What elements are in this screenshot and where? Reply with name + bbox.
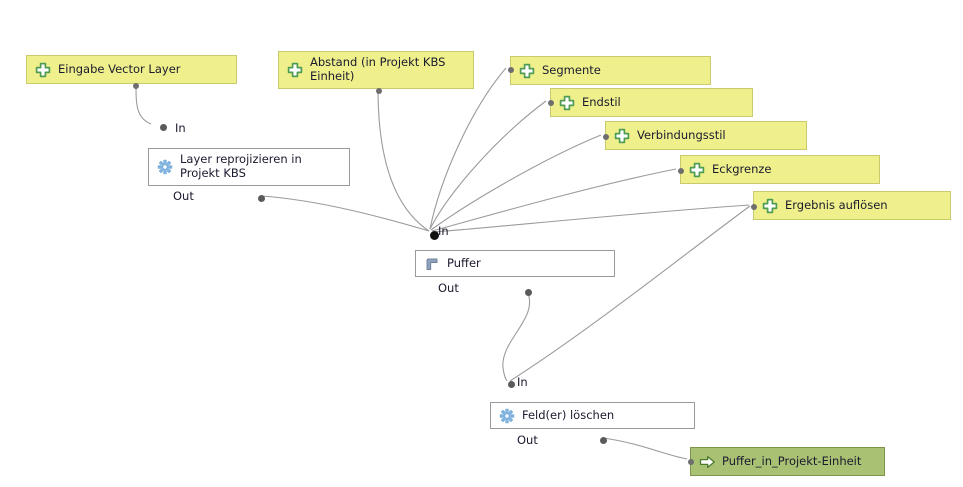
edge-edge-ergebnis-to-puffer-in — [432, 204, 750, 233]
connector-dot-eckgrenze-left[interactable] — [678, 168, 684, 174]
node-label: Abstand (in Projekt KBS Einheit) — [310, 55, 446, 83]
node-label: Feld(er) löschen — [522, 407, 615, 422]
node-label: Segmente — [542, 62, 601, 77]
node-eckgrenze[interactable]: Eckgrenze — [680, 155, 880, 184]
buffer-icon — [424, 256, 440, 272]
connector-dot-eingabe-bottom[interactable] — [133, 83, 139, 89]
plus-icon — [35, 62, 51, 78]
edge-edge-feld-loeschen-in-to-ergebnis — [509, 205, 751, 382]
output-arrow-icon — [699, 454, 715, 470]
node-segmente[interactable]: Segmente — [510, 56, 711, 85]
node-label: Puffer_in_Projekt-Einheit — [722, 453, 862, 468]
node-verbindungsstil[interactable]: Verbindungsstil — [605, 121, 807, 150]
edge-edge-puffer-out-to-feld-loeschen-in — [502, 290, 530, 382]
edge-edge-eckgrenze-to-puffer-in — [431, 168, 677, 232]
connector-dot-abstand-bottom[interactable] — [376, 88, 382, 94]
node-puffer-in-projekt-einheit[interactable]: Puffer_in_Projekt-Einheit — [690, 447, 885, 476]
edge-edge-endstil-to-puffer-in — [429, 100, 547, 230]
node-endstil[interactable]: Endstil — [550, 88, 753, 117]
plus-icon — [559, 95, 575, 111]
node-label: Eckgrenze — [712, 161, 772, 176]
node-eingabe-vector-layer[interactable]: Eingabe Vector Layer — [26, 55, 237, 84]
edge-edge-reprojizieren-out-to-puffer-in — [260, 195, 430, 232]
port-label-port-out-puffer: Out — [438, 281, 459, 295]
plus-icon — [614, 128, 630, 144]
connector-dot-in-reprojizieren[interactable] — [160, 124, 167, 131]
edge-edge-verbindungsstil-to-puffer-in — [430, 134, 602, 231]
plus-icon — [287, 62, 303, 78]
node-label: Endstil — [582, 94, 621, 109]
connector-dot-out-puffer[interactable] — [525, 289, 532, 296]
connector-dot-verbindungsstil-left[interactable] — [603, 134, 609, 140]
edge-edge-segmente-to-puffer-in — [429, 67, 507, 230]
connector-dot-in-puffer[interactable] — [430, 231, 439, 240]
connector-dot-segmente-left[interactable] — [508, 67, 514, 73]
node-label: Puffer — [447, 255, 481, 270]
connector-dot-endstil-left[interactable] — [548, 100, 554, 106]
connector-dot-out-reprojizieren[interactable] — [258, 195, 265, 202]
connector-dot-out-feld-loeschen[interactable] — [600, 437, 607, 444]
connector-dot-output-left[interactable] — [688, 459, 694, 465]
node-feld-er-loeschen[interactable]: Feld(er) löschen — [490, 402, 695, 429]
edge-edge-eingabe-to-reprojizieren-in — [135, 83, 152, 125]
connector-dot-in-feld-loeschen[interactable] — [508, 381, 515, 388]
node-label: Layer reprojizieren in Projekt KBS — [180, 152, 302, 180]
plus-icon — [519, 63, 535, 79]
node-abstand[interactable]: Abstand (in Projekt KBS Einheit) — [278, 51, 474, 89]
port-label-port-out-feld-loeschen: Out — [517, 433, 538, 447]
edge-edge-abstand-to-puffer-in — [377, 88, 430, 232]
node-layer-reprojizieren[interactable]: Layer reprojizieren in Projekt KBS — [148, 148, 350, 186]
node-label: Ergebnis auflösen — [785, 197, 888, 212]
port-label-port-in-feld-loeschen: In — [517, 375, 528, 389]
node-puffer[interactable]: Puffer — [415, 250, 615, 277]
node-ergebnis-aufloesen[interactable]: Ergebnis auflösen — [753, 191, 951, 220]
connector-dot-ergebnis-left[interactable] — [751, 204, 757, 210]
port-label-port-in-reprojizieren: In — [175, 121, 186, 135]
port-label-port-in-puffer: In — [438, 224, 449, 238]
edge-edge-feld-loeschen-out-to-output — [602, 437, 688, 460]
gear-icon — [499, 408, 515, 424]
plus-icon — [689, 162, 705, 178]
gear-icon — [157, 159, 173, 175]
plus-icon — [762, 198, 778, 214]
node-label: Eingabe Vector Layer — [58, 61, 181, 76]
port-label-port-out-reprojizieren: Out — [173, 189, 194, 203]
node-label: Verbindungsstil — [637, 127, 726, 142]
